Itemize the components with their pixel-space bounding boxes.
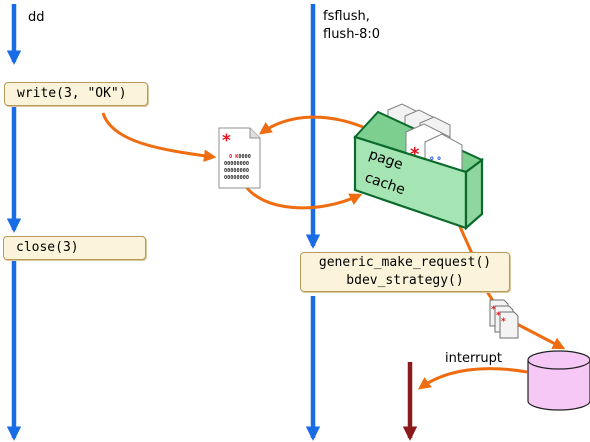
page-data-row-3: 00000000 xyxy=(224,168,249,174)
page-data-row-4: 00000000 xyxy=(224,175,249,181)
svg-text:0 K0000: 0 K0000 xyxy=(229,154,251,160)
thread-label-fsflush: fsflush, xyxy=(323,9,370,24)
write-call-box: write(3, "OK") xyxy=(4,82,148,106)
generic-make-request-label: generic_make_request() xyxy=(318,255,492,270)
page-data-row-1a: 0 K xyxy=(229,154,239,160)
data-flow-arrows xyxy=(101,112,566,390)
svg-text:*: * xyxy=(501,317,506,327)
thread-label-dd: dd xyxy=(28,10,45,25)
cache-dirty-marker-icon: * xyxy=(410,144,420,165)
thread-label-flush: flush-8:0 xyxy=(323,27,381,42)
close-call-label: close(3) xyxy=(16,240,79,255)
io-pages-icon: * * * xyxy=(489,299,519,339)
disk-icon xyxy=(527,350,590,411)
write-call-label: write(3, "OK") xyxy=(17,86,127,101)
interrupt-label: interrupt xyxy=(445,351,502,366)
page-data-row-2: 00000000 xyxy=(224,161,249,167)
dirty-marker-icon: * xyxy=(222,131,231,151)
block-io-call-box: generic_make_request() bdev_strategy() xyxy=(300,252,510,292)
bdev-strategy-label: bdev_strategy() xyxy=(346,273,464,288)
svg-text:o o: o o xyxy=(430,155,441,162)
page-to-cache-arrow xyxy=(242,183,363,210)
close-call-box: close(3) xyxy=(3,236,146,260)
page-icon: * 0 K0000 00000000 00000000 00000000 xyxy=(218,127,261,189)
svg-text:*: * xyxy=(496,311,501,321)
write-to-page-arrow xyxy=(101,112,217,162)
svg-text:*: * xyxy=(491,305,496,315)
page-data-row-1b: 0000 xyxy=(238,154,251,160)
cache-to-page-arrow xyxy=(258,115,364,135)
pages-to-disk-arrow xyxy=(514,321,566,350)
interrupt-curve-arrow xyxy=(417,367,528,390)
page-cache-box: * o o u u s s page cache xyxy=(353,103,484,231)
